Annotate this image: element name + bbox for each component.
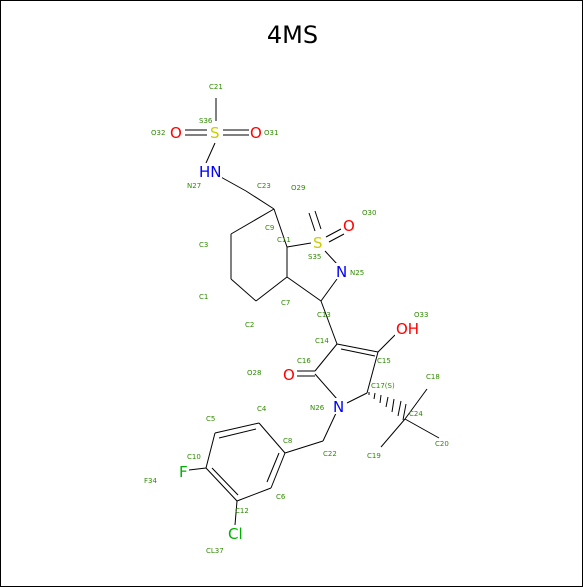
bond-s35-o29-a bbox=[308, 212, 316, 232]
bond-c8-c4 bbox=[258, 422, 286, 454]
atom-index-s36: S36 bbox=[199, 117, 213, 125]
bond-c8-c6 bbox=[270, 452, 286, 489]
atom-index-n25: N25 bbox=[350, 269, 364, 277]
bond-c23-c9 bbox=[245, 190, 275, 210]
bond-n26-c17 bbox=[346, 392, 368, 404]
atom-index-c3: C3 bbox=[199, 241, 208, 249]
bond-s35-o30-a bbox=[325, 228, 342, 238]
atom-symbol-o33: OH bbox=[396, 320, 419, 338]
atom-index-c8: C8 bbox=[283, 437, 292, 445]
bond-c4-c5-inner bbox=[218, 428, 257, 439]
atom-index-c4: C4 bbox=[257, 405, 267, 413]
bond-n27-c23 bbox=[218, 175, 247, 192]
atom-index-c9: C9 bbox=[265, 224, 274, 232]
bond-c12-cl37 bbox=[234, 500, 238, 526]
atom-index-c2: C2 bbox=[245, 321, 254, 329]
bond-s35-n25 bbox=[324, 250, 338, 265]
atom-index-c21: C21 bbox=[209, 83, 223, 91]
bond-c14-c15-a bbox=[336, 343, 379, 353]
bond-c24-c20 bbox=[404, 418, 440, 439]
atom-index-c5: C5 bbox=[206, 415, 215, 423]
bond-c24-c18 bbox=[404, 388, 428, 420]
atom-index-c12: C12 bbox=[235, 507, 249, 515]
atom-symbol-o31: O bbox=[250, 124, 262, 142]
atom-index-c17: C17(S) bbox=[371, 382, 395, 390]
atom-index-c19: C19 bbox=[367, 452, 381, 460]
bond-c12-c6 bbox=[236, 487, 272, 502]
atom-index-o29: O29 bbox=[291, 184, 305, 192]
atom-symbol-cl37: Cl bbox=[228, 525, 243, 543]
atom-index-cl37: CL37 bbox=[206, 547, 224, 555]
atom-symbol-n26: N bbox=[333, 398, 344, 416]
bond-c22-c8 bbox=[284, 440, 324, 454]
atom-index-c10: C10 bbox=[187, 453, 201, 461]
atom-index-c24: C24 bbox=[409, 410, 423, 418]
atom-index-c13: C13 bbox=[317, 311, 331, 319]
bond-c13-c7 bbox=[286, 276, 322, 302]
atom-index-c18: C18 bbox=[426, 373, 440, 381]
bond-c13-c14 bbox=[320, 300, 338, 345]
atom-index-c1: C1 bbox=[199, 293, 208, 301]
bond-c15-o33 bbox=[377, 334, 396, 353]
atom-symbol-s36: S bbox=[210, 124, 220, 142]
atom-index-c14: C14 bbox=[315, 337, 329, 345]
molecule-title: 4MS bbox=[266, 21, 319, 49]
bond-c2-c7 bbox=[255, 276, 288, 302]
atom-index-c16: C16 bbox=[297, 357, 311, 365]
bond-s36-n27 bbox=[205, 142, 216, 164]
bond-c9-c3 bbox=[230, 208, 275, 235]
atom-index-o31: O31 bbox=[264, 129, 278, 137]
atom-index-c23: C23 bbox=[257, 182, 271, 190]
atom-symbol-f34: F bbox=[179, 463, 188, 481]
atom-index-n27: N27 bbox=[187, 182, 201, 190]
atom-index-o32: O32 bbox=[151, 129, 165, 137]
bond-c6-c8-inner bbox=[266, 452, 280, 483]
bond-c10-f34 bbox=[188, 467, 207, 471]
atom-symbol-o28: O bbox=[283, 366, 295, 384]
bond-c16-n26 bbox=[314, 373, 338, 400]
bond-c15-c17 bbox=[366, 351, 379, 394]
bond-c14-c15-b bbox=[340, 348, 376, 357]
bond-c14-c16 bbox=[314, 343, 338, 372]
atom-index-n26: N26 bbox=[310, 404, 325, 412]
bond-c11-s35 bbox=[286, 242, 312, 248]
atom-index-c20: C20 bbox=[435, 440, 449, 448]
atom-symbol-n27: HN bbox=[199, 163, 222, 181]
atom-symbol-s35: S bbox=[313, 234, 323, 252]
atom-symbol-o30: O bbox=[343, 217, 355, 235]
bond-c9-c11 bbox=[273, 208, 288, 248]
atom-index-o30: O30 bbox=[362, 209, 376, 217]
atom-index-f34: F34 bbox=[144, 477, 157, 485]
atom-index-o28: O28 bbox=[247, 369, 261, 377]
atom-symbol-o32: O bbox=[170, 124, 182, 142]
atom-index-c6: C6 bbox=[276, 493, 286, 501]
atom-index-c11: C11 bbox=[277, 236, 291, 244]
bond-n26-c22 bbox=[322, 410, 338, 442]
bond-c24-c19 bbox=[380, 418, 406, 448]
atom-index-c22: C22 bbox=[323, 450, 337, 458]
bond-c10-c12-inner bbox=[211, 467, 239, 496]
bond-c5-c10 bbox=[205, 432, 216, 469]
stereo-hashed-wedge bbox=[368, 392, 407, 421]
atom-index-o33: O33 bbox=[414, 311, 428, 319]
atom-symbol-n25: N bbox=[336, 263, 347, 281]
atom-index-c15: C15 bbox=[377, 357, 391, 365]
bond-s35-o29-b bbox=[314, 210, 322, 230]
bond-c1-c2 bbox=[230, 278, 257, 302]
bond-c4-c5 bbox=[214, 422, 260, 434]
atom-index-s35: S35 bbox=[308, 253, 321, 261]
bond-n25-c13 bbox=[320, 278, 338, 302]
bond-s35-o30-b bbox=[328, 233, 345, 243]
bond-c10-c12 bbox=[205, 467, 238, 502]
atom-index-c7: C7 bbox=[281, 299, 290, 307]
